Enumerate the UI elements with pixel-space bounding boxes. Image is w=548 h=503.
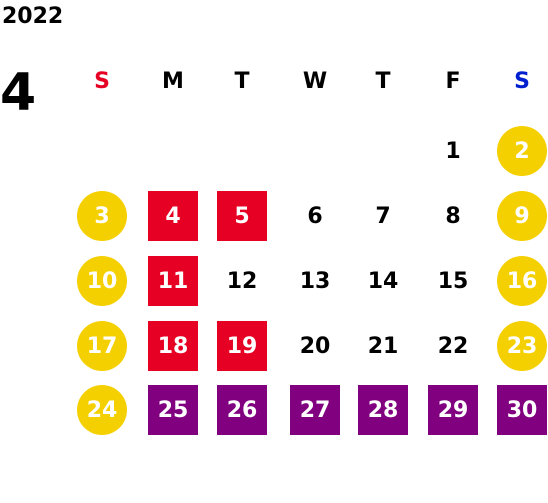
day-cell-21: 21 bbox=[367, 333, 399, 359]
day-cell-7: 7 bbox=[375, 203, 391, 229]
month-label: 4 bbox=[0, 63, 37, 123]
day-cell-24: 24 bbox=[77, 385, 127, 435]
day-cell-29: 29 bbox=[428, 385, 478, 435]
day-cell-2: 2 bbox=[497, 126, 547, 176]
weekday-label: M bbox=[162, 69, 184, 94]
weekday-label: W bbox=[302, 69, 328, 94]
day-cell-19: 19 bbox=[217, 321, 267, 371]
year-label: 2022 bbox=[2, 4, 64, 29]
day-cell-25: 25 bbox=[148, 385, 198, 435]
day-cell-14: 14 bbox=[367, 268, 399, 294]
day-cell-15: 15 bbox=[437, 268, 469, 294]
day-cell-8: 8 bbox=[445, 203, 461, 229]
weekday-label: S bbox=[94, 69, 110, 94]
weekday-label: S bbox=[514, 69, 530, 94]
day-cell-10: 10 bbox=[77, 256, 127, 306]
day-cell-3: 3 bbox=[77, 191, 127, 241]
day-cell-11: 11 bbox=[148, 256, 198, 306]
day-cell-27: 27 bbox=[290, 385, 340, 435]
day-cell-30: 30 bbox=[497, 385, 547, 435]
day-cell-17: 17 bbox=[77, 321, 127, 371]
day-cell-16: 16 bbox=[497, 256, 547, 306]
day-cell-1: 1 bbox=[445, 138, 461, 164]
day-cell-18: 18 bbox=[148, 321, 198, 371]
day-cell-23: 23 bbox=[497, 321, 547, 371]
day-cell-22: 22 bbox=[437, 333, 469, 359]
day-cell-20: 20 bbox=[299, 333, 331, 359]
weekday-label: T bbox=[375, 69, 391, 94]
day-cell-9: 9 bbox=[497, 191, 547, 241]
day-cell-13: 13 bbox=[299, 268, 331, 294]
weekday-label: F bbox=[445, 69, 461, 94]
day-cell-4: 4 bbox=[148, 191, 198, 241]
weekday-label: T bbox=[234, 69, 250, 94]
day-cell-26: 26 bbox=[217, 385, 267, 435]
day-cell-28: 28 bbox=[358, 385, 408, 435]
day-cell-5: 5 bbox=[217, 191, 267, 241]
day-cell-12: 12 bbox=[226, 268, 258, 294]
day-cell-6: 6 bbox=[307, 203, 323, 229]
